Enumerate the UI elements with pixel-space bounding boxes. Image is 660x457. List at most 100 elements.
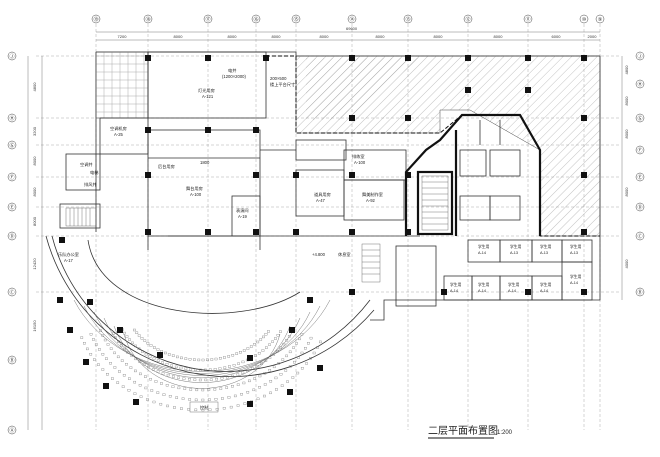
grid-bubble-right: Ⓖ: [635, 113, 645, 123]
grid-bubble-right: Ⓓ: [635, 202, 645, 212]
student-no: A-13: [510, 251, 518, 255]
room-smoke: 排风井: [84, 181, 97, 188]
student-no: A-14: [570, 281, 578, 285]
grid-bubble-left: Ⓖ: [7, 140, 17, 150]
svg-text:Ⓙ: Ⓙ: [637, 53, 642, 60]
void-note-2: 楼上平台尺寸: [270, 81, 295, 88]
svg-text:Ⓔ: Ⓔ: [9, 204, 14, 211]
room-office-no: A-17: [64, 258, 74, 263]
svg-text:Ⓓ: Ⓓ: [9, 233, 14, 240]
top-dimension: 8000: [434, 34, 444, 39]
svg-text:Ⓗ: Ⓗ: [637, 81, 642, 88]
top-dimension: 8000: [272, 34, 282, 39]
student-rooms: [395, 239, 593, 307]
drawing-scale: 1:200: [497, 430, 513, 436]
top-dimension: 8000: [494, 34, 504, 39]
svg-text:Ⓓ: Ⓓ: [637, 204, 642, 211]
grid-bubble-left: Ⓗ: [7, 113, 17, 123]
structural-columns: [57, 55, 587, 407]
grid-bubble-left: Ⓐ: [7, 425, 17, 435]
grid-bubble-right: Ⓙ: [635, 51, 645, 61]
top-dimension: 8000: [174, 34, 184, 39]
top-dimension: 6000: [552, 34, 562, 39]
grid-bubble-right: Ⓔ: [635, 172, 645, 182]
room-labels: 电井 (1200×2000) 灯光用房 A-121 200×500 楼上平台尺寸…: [58, 67, 383, 411]
room-ac: 空调机房: [110, 125, 127, 132]
svg-text:⑲: ⑲: [93, 16, 98, 23]
student-label: 学生用: [478, 244, 490, 249]
grid-bubble-top: ⑩: [579, 14, 589, 24]
left-dimension: 16150: [32, 320, 37, 332]
stairs: [65, 175, 449, 283]
room-rehearsal: 排练室: [352, 153, 365, 160]
control-room: 控制: [200, 404, 208, 411]
grid-bubble-right: Ⓑ: [635, 287, 645, 297]
room-stage-no: A-100: [190, 192, 202, 197]
svg-text:Ⓒ: Ⓒ: [637, 233, 642, 240]
grid-bubble-left: Ⓕ: [7, 172, 17, 182]
left-dimension: 8000: [32, 187, 37, 197]
svg-text:⑭: ⑭: [349, 16, 354, 23]
toilet-core: [404, 113, 542, 236]
svg-text:Ⓔ: Ⓔ: [637, 174, 642, 181]
room-store: 表演间: [236, 207, 249, 214]
svg-text:⑱: ⑱: [145, 16, 150, 23]
student-label: 学生用: [450, 282, 462, 287]
room-duct2: 电梯: [90, 169, 98, 176]
svg-text:Ⓖ: Ⓖ: [9, 142, 14, 149]
right-dimension: 4000: [624, 259, 629, 269]
right-dimension: 4800: [624, 65, 629, 75]
student-label: 学生用: [510, 244, 522, 249]
student-no: A-14: [478, 289, 486, 293]
grid-bubble-top: ⑭: [347, 14, 357, 24]
student-label: 学生用: [478, 282, 490, 287]
grid-bubble-top: ⑯: [251, 14, 261, 24]
grid-bubble-right: Ⓗ: [635, 79, 645, 89]
svg-text:Ⓐ: Ⓐ: [9, 427, 14, 434]
room-office: 乐队办公室: [58, 251, 79, 258]
student-label: 学生用: [508, 282, 520, 287]
right-dimension: 8000: [624, 129, 629, 139]
student-room-labels: 学生用 A-14 学生用 A-13 学生用 A-13 学生用 A-13 学生用 …: [450, 244, 582, 293]
grid-bubble-left: Ⓓ: [7, 231, 17, 241]
left-dimension: 3200: [32, 126, 37, 136]
student-label: 学生用: [570, 244, 582, 249]
grid-bubble-top: ⑨: [595, 14, 605, 24]
top-dimension: 8000: [320, 34, 330, 39]
grid-bubble-top: ⑪: [523, 14, 533, 24]
tiled-area: [95, 51, 149, 119]
svg-text:⑯: ⑯: [253, 16, 258, 23]
student-no: A-13: [540, 251, 548, 255]
svg-text:⑨: ⑨: [598, 17, 603, 23]
grid-top-bubbles: ⑲ ⑱ ⑰ ⑯ ⑮ ⑭ ⑬ ⑫ ⑪ ⑩ ⑨: [91, 14, 605, 24]
student-no: A-13: [570, 251, 578, 255]
room-costume: 道具用房: [314, 191, 331, 198]
grid-bubble-top: ⑬: [403, 14, 413, 24]
left-dimension: 12420: [32, 258, 37, 270]
grid-bubble-left: Ⓔ: [7, 202, 17, 212]
left-dimension: 8000: [32, 156, 37, 166]
elevation-mark: +4.800: [312, 252, 326, 257]
grid-bubble-top: ⑲: [91, 14, 101, 24]
svg-text:⑰: ⑰: [205, 16, 210, 23]
svg-text:⑫: ⑫: [465, 16, 470, 23]
room-makeup-no: A-92: [366, 198, 376, 203]
room-duct: 空调井: [80, 161, 93, 168]
svg-text:Ⓖ: Ⓖ: [637, 115, 642, 122]
grid-bubble-top: ⑮: [291, 14, 301, 24]
student-no: A-14: [508, 289, 516, 293]
room-lift-size: (1200×2000): [222, 74, 246, 79]
student-no: A-14: [478, 251, 486, 255]
room-toilet: 休息室: [338, 251, 351, 258]
svg-text:Ⓕ: Ⓕ: [9, 174, 14, 181]
grid-bubble-right: Ⓕ: [635, 145, 645, 155]
interior-walls: [59, 51, 420, 237]
svg-text:⑬: ⑬: [405, 16, 410, 23]
room-ac-no: A-25: [114, 132, 124, 137]
svg-text:Ⓑ: Ⓑ: [637, 289, 642, 296]
grid-bubble-left: Ⓙ: [7, 51, 17, 61]
right-dimension: 8000: [624, 187, 629, 197]
top-dimension: 8000: [228, 34, 238, 39]
